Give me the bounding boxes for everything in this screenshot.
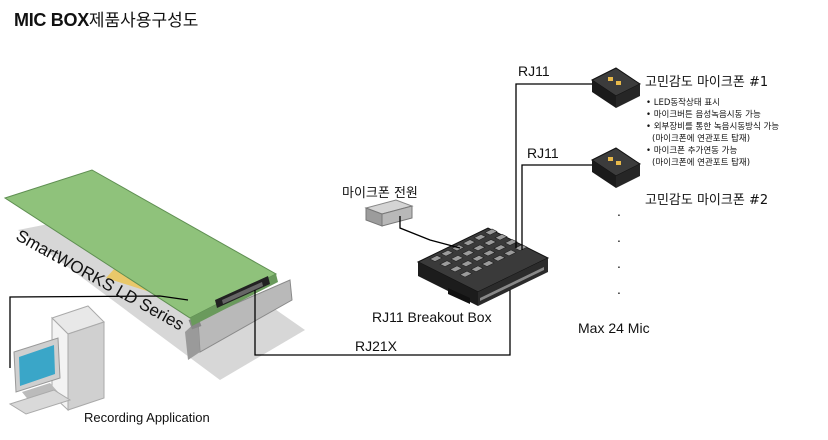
rj11-port [449, 265, 463, 273]
feature-item: (마이크폰에 연관포트 탑재) [652, 134, 751, 144]
mic2-label: 고민감도 마이크폰 #2 [645, 193, 769, 208]
feature-item: • LED동작상태 표시 [646, 98, 720, 108]
rj11-port [503, 249, 517, 257]
microphone-2 [591, 147, 641, 188]
pc-computer [8, 305, 105, 415]
rj11-port [472, 244, 486, 252]
ellipsis-dot: . [617, 281, 621, 297]
microphone-1 [591, 67, 641, 108]
rj11-port [493, 244, 507, 252]
rj11-port [514, 244, 528, 251]
rj11-port [440, 249, 454, 257]
feature-item: • 마이크폰 추가연동 가능 [646, 146, 738, 156]
rj21x-cable [254, 290, 511, 356]
title-product: MIC BOX [14, 10, 89, 30]
pc-label: Recording Application [84, 410, 210, 425]
rj11-port [439, 260, 453, 268]
power-adapter [364, 199, 414, 227]
rj11-port [494, 233, 508, 241]
rj11-port [450, 255, 464, 262]
power-cable [399, 216, 461, 249]
rj11-cable-2 [521, 164, 592, 250]
rj11-port [504, 239, 518, 246]
power-label: 마이크폰 전원 [342, 186, 418, 201]
cables [9, 83, 592, 368]
rj11-port [482, 249, 496, 257]
ellipsis-dot: . [617, 229, 621, 245]
feature-item: • 외부장비를 통한 녹음시동방식 가능 [646, 122, 780, 132]
rj11-port [470, 265, 484, 273]
rj11-port [460, 260, 474, 267]
feature-list: • LED동작상태 표시 • 마이크버튼 음성녹음시동 가능 • 외부장비를 통… [646, 97, 779, 169]
page-title: MIC BOX제품사용구성도 [14, 6, 198, 31]
rj11-label-1: RJ11 [518, 63, 550, 79]
ellipsis-dot: . [617, 255, 621, 271]
rj11-cable-1 [515, 83, 592, 248]
rj21x-label: RJ21X [355, 338, 398, 354]
rj11-label-2: RJ11 [527, 145, 559, 161]
breakout-box [416, 227, 550, 306]
rj11-port [461, 249, 475, 257]
rj11-port [429, 255, 443, 262]
title-subtitle: 제품사용구성도 [88, 11, 199, 31]
rj11-port [471, 254, 485, 262]
feature-item: (마이크폰에 연관포트 탑재) [652, 158, 751, 168]
rj11-port [484, 228, 498, 236]
max-mic-label: Max 24 Mic [578, 320, 650, 336]
rj11-port [492, 254, 506, 262]
feature-item: • 마이크버튼 음성녹음시동 가능 [646, 110, 761, 120]
rj11-port [473, 233, 487, 241]
ellipsis-dot: . [617, 203, 621, 219]
mic1-label: 고민감도 마이크폰 #1 [645, 75, 769, 90]
rj11-port [459, 270, 473, 278]
rj11-port [483, 239, 497, 246]
rj11-port [462, 239, 476, 246]
breakout-label: RJ11 Breakout Box [372, 309, 492, 325]
pc-cable [9, 295, 189, 368]
rj11-port [481, 260, 495, 267]
breakout-ports [429, 228, 528, 278]
